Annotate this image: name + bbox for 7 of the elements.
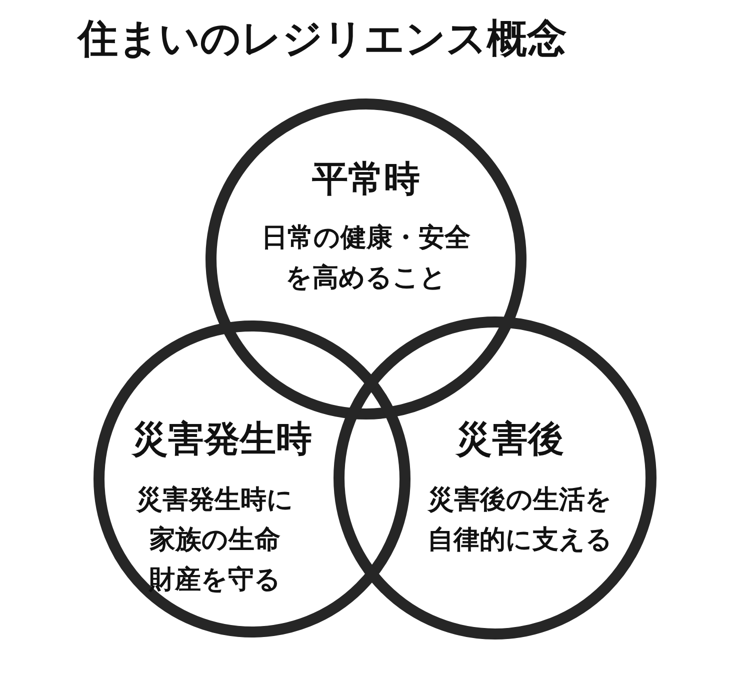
heading: 災害発生時: [132, 420, 312, 460]
heading: 平常時: [312, 160, 420, 200]
description-text: 日常の健康・安全を高めること: [262, 222, 470, 295]
heading: 災害後: [456, 420, 564, 460]
description-text: 災害後の生活を自律的に支える: [428, 484, 612, 557]
title: 住まいのレジリエンス概念: [78, 15, 567, 64]
description-text: 災害発生時に家族の生命財産を守る: [136, 484, 294, 597]
